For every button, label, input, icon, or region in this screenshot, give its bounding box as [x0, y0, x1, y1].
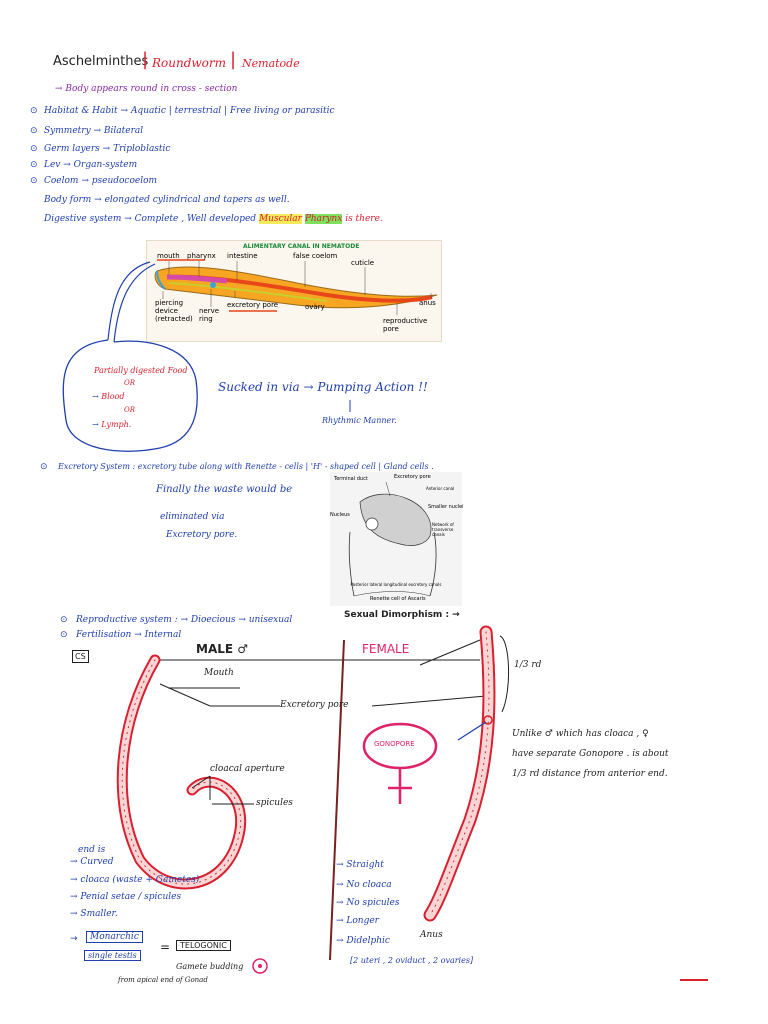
excretory-line-2: Finally the waste would be	[156, 484, 293, 495]
spicules-label: spicules	[256, 798, 293, 808]
renette-smaller-nuclei: Smaller nuclei	[428, 504, 464, 510]
male-trait-4: → Smaller.	[70, 909, 118, 919]
cloacal-aperture-label: cloacal aperture	[210, 764, 285, 774]
bubble-blood: → Blood	[92, 392, 125, 401]
excretory-bullet: ⊙	[40, 462, 48, 472]
female-note: Unlike ♂ which has cloaca , ♀ have separ…	[512, 729, 669, 779]
equals-sign: =	[160, 940, 171, 954]
feature-bullet: ⊙	[30, 144, 38, 154]
nematode-body-diagram	[154, 259, 438, 315]
label-reproductive-pore: reproductive pore	[383, 317, 428, 333]
didelphic-note: [2 uteri , 2 oviduct , 2 ovaries]	[350, 956, 474, 965]
feature-habitat: Habitat & Habit → Aquatic | terrestrial …	[44, 106, 335, 116]
single-testis: single testis	[84, 950, 141, 961]
rhythmic-manner: Rhythmic Manner.	[322, 416, 397, 425]
mouth-label: Mouth	[204, 668, 234, 678]
title-topic: Aschelminthes	[53, 54, 149, 69]
sucked-in-note: Sucked in via → Pumping Action !!	[218, 380, 428, 394]
feature-bullet: ⊙	[30, 106, 38, 116]
gamete-budding: Gamete budding	[176, 962, 244, 971]
gonopore-label: GONOPORE	[374, 740, 415, 748]
label-anus: anus	[419, 299, 436, 307]
excretory-line-1: Excretory System : excretory tube along …	[58, 462, 434, 471]
feature-symmetry: Symmetry → Bilateral	[44, 126, 144, 136]
telogonic-box: TELOGONIC	[176, 940, 231, 951]
repro-line-2: Fertilisation → Internal	[76, 630, 182, 640]
body-form: Body form → elongated cylindrical and ta…	[44, 195, 290, 205]
male-title: MALE ♂	[196, 642, 249, 656]
male-trait-1: → Curved	[70, 857, 114, 867]
male-trait-2: → cloaca (waste + Gametes)	[70, 875, 200, 885]
intro-note: → Body appears round in cross - section	[55, 84, 238, 94]
female-trait-5: → Didelphic	[336, 936, 390, 946]
feature-bullet: ⊙	[30, 126, 38, 136]
anus-label: Anus	[420, 930, 443, 940]
label-cuticle: cuticle	[351, 259, 375, 267]
canal-figure-title: ALIMENTARY CANAL IN NEMATODE	[243, 243, 360, 250]
monarchic-arrow: →	[70, 934, 78, 944]
label-intestine: intestine	[227, 252, 258, 260]
fert-bullet: ⊙	[60, 630, 68, 640]
female-trait-1: → Straight	[336, 860, 384, 870]
one-third-label: 1/3 rd	[514, 660, 542, 670]
excretory-line-4: Excretory pore.	[166, 530, 238, 540]
renette-excretory-pore: Excretory pore	[394, 474, 431, 480]
feature-bullet: ⊙	[30, 176, 38, 186]
label-mouth: mouth	[157, 252, 180, 260]
bubble-or-1: OR	[124, 379, 136, 387]
label-piercing-device: piercing device (retracted)	[155, 299, 193, 323]
cs-box: CS	[72, 650, 89, 663]
feature-level: Lev → Organ-system	[44, 160, 138, 170]
label-ovary: ovary	[305, 303, 325, 311]
female-trait-2: → No cloaca	[336, 880, 392, 890]
label-pharynx: pharynx	[187, 252, 216, 260]
alimentary-canal-figure: ALIMENTARY CANAL IN NEMATODE mouth phary…	[146, 240, 442, 342]
bubble-lymph: → Lymph.	[92, 420, 132, 429]
excretory-pore-label: Excretory pore	[280, 700, 349, 710]
monarchic-label: Monarchic	[86, 931, 143, 943]
title-roundworm: Roundworm	[152, 56, 227, 70]
female-trait-3: → No spicules	[336, 898, 400, 908]
excretory-line-3: eliminated via	[160, 512, 225, 522]
renette-cell-drawing	[348, 481, 437, 597]
male-traits-head: end is	[78, 845, 106, 855]
bubble-food: Partially digested Food	[94, 366, 188, 375]
bubble-or-2: OR	[124, 406, 136, 414]
renette-network: Network of transverse canals	[432, 522, 454, 537]
renette-nucleus: Nucleus	[330, 512, 350, 518]
male-trait-3: → Penial setae / spicules	[70, 892, 182, 902]
title-nematode: Nematode	[242, 57, 300, 70]
digestive-system: Digestive system → Complete , Well devel…	[44, 214, 383, 224]
female-title: FEMALE	[362, 642, 410, 656]
female-trait-4: → Longer	[336, 916, 379, 926]
renette-caption: Renette cell of Ascaris	[370, 596, 426, 602]
apical-end: from apical end of Gonad	[118, 976, 208, 984]
renette-terminal-duct: Terminal duct	[334, 476, 368, 482]
sexual-dimorphism: Sexual Dimorphism : →	[344, 610, 460, 620]
label-false-coelom: false coelom	[293, 252, 338, 260]
feature-bullet: ⊙	[30, 160, 38, 170]
renette-anterior-canal: Anterior canal	[426, 486, 455, 491]
feature-germ-layers: Germ layers → Triploblastic	[44, 144, 171, 154]
renette-cell-figure: Terminal duct Excretory pore Anterior ca…	[330, 472, 464, 606]
label-nerve-ring: nerve ring	[199, 307, 220, 323]
repro-bullet: ⊙	[60, 615, 68, 625]
repro-line-1: Reproductive system : → Dioecious → unis…	[76, 615, 293, 625]
renette-posterior: Posterior lateral longitudinal excretory…	[350, 582, 442, 587]
label-excretory-pore: excretory pore	[227, 301, 279, 309]
feature-coelom: Coelom → pseudocoelom	[44, 176, 158, 186]
